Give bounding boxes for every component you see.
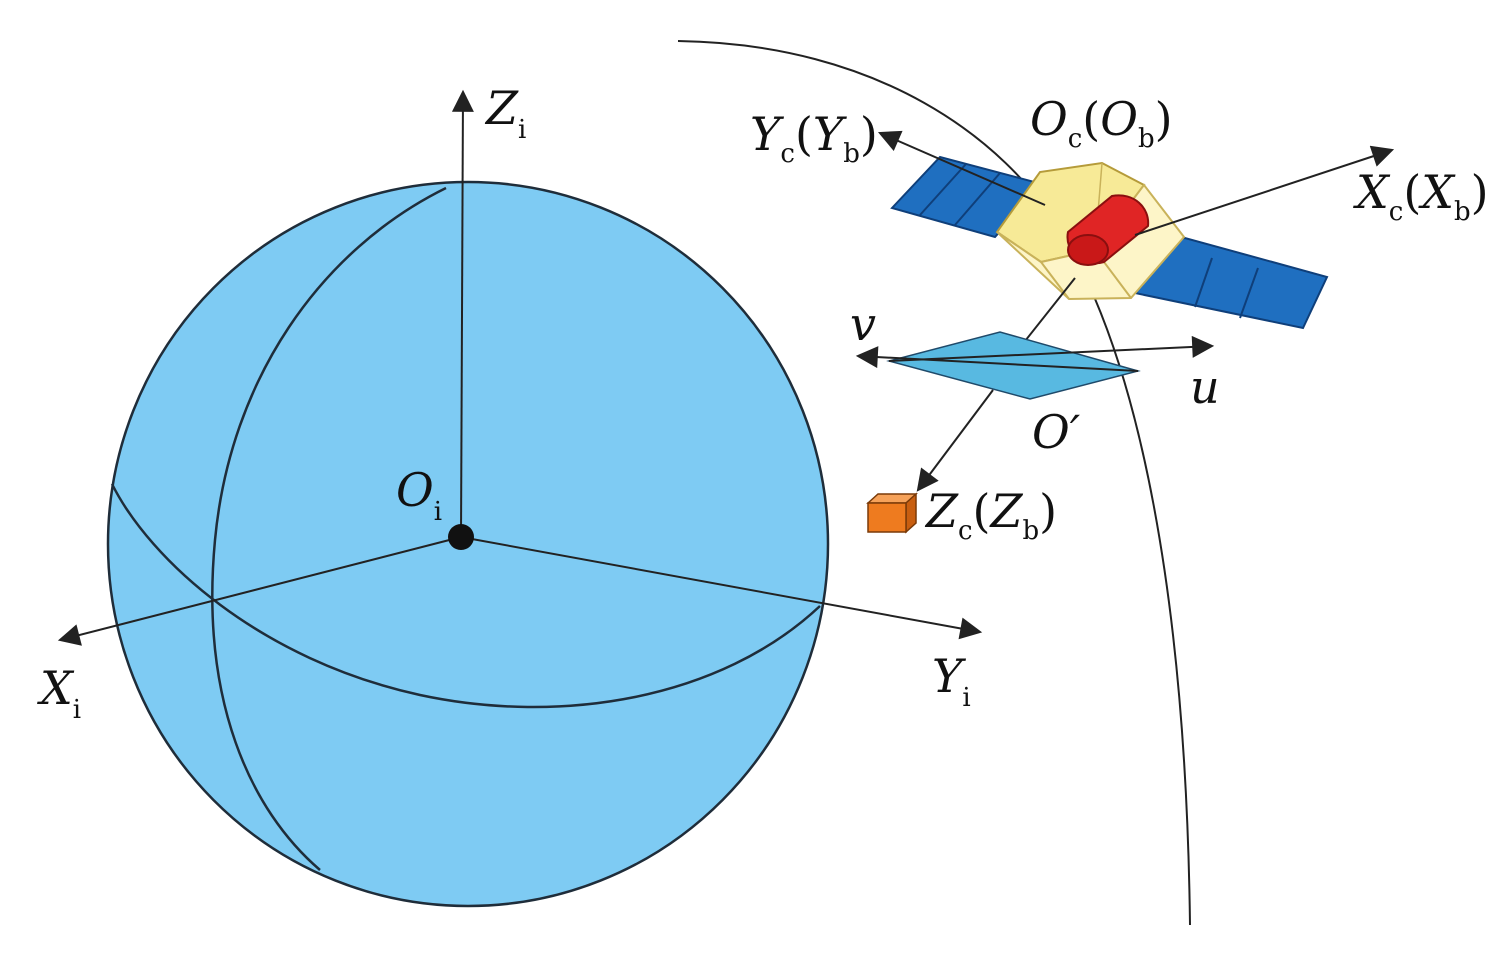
zc-label: Zc(Zb) [924,484,1057,546]
origin-oi-dot [448,524,474,550]
xc-label: Xc(Xb) [1353,165,1489,227]
oi-label: Oi [396,463,442,527]
yc-axis [877,130,1046,206]
u-axis [888,335,1215,362]
oc-label: Oc(Ob) [1030,92,1173,154]
o-prime-label: O′ [1032,405,1081,459]
camera-icon [1066,194,1150,266]
yi-axis [460,536,983,640]
xi-label: Xi [37,661,81,725]
v-label: v [850,297,876,351]
v-axis [855,346,1139,372]
earth-equator [110,483,821,709]
zi-label: Zi [484,81,526,145]
earth-meridian [211,186,447,871]
yi-label: Yi [932,649,971,713]
xi-axis [57,536,462,646]
u-label: u [1190,360,1220,414]
satellite-icon [890,155,1329,330]
image-plane [886,331,1141,400]
xc-axis [1134,145,1395,236]
zi-axis [451,89,474,538]
target-box-icon [866,492,918,534]
yc-label: Yc(Yb) [750,107,878,169]
zc-axis-lower [916,389,994,492]
